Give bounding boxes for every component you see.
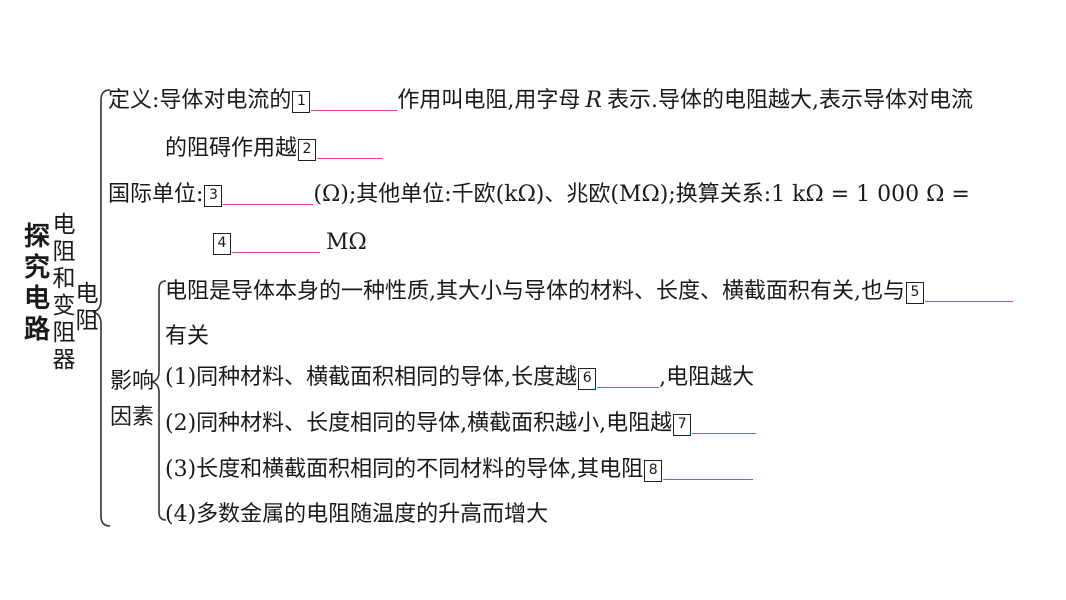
unit-line-1: 国际单位:3(Ω);其他单位:千欧(kΩ)、兆欧(MΩ);换算关系:1 kΩ =… [108,182,970,207]
answer-blank[interactable] [317,136,384,159]
answer-blank[interactable] [311,88,398,111]
factor-line-4: (4)多数金属的电阻随温度的升高而增大 [165,502,549,527]
main-title: 探 究 电 路 [23,222,50,345]
answer-blank[interactable] [692,411,757,434]
main-brace [92,89,111,527]
blank-number: 2 [298,139,317,161]
blank-number: 1 [292,91,311,113]
answer-blank[interactable] [232,230,320,253]
answer-blank[interactable] [597,365,660,388]
blank-number: 6 [578,368,597,390]
subtopic-title: 电 阻 和 变 阻 器 [52,212,76,373]
resistance-label: 电 阻 [75,281,99,334]
blank-number: 5 [906,282,924,304]
blank-number: 7 [673,414,692,436]
resistance-brace [149,280,167,521]
blank-number: 3 [204,185,223,207]
property-line-2: 有关 [165,324,210,349]
answer-blank[interactable] [925,279,1013,302]
influence-label: 影响 因素 [110,369,155,430]
answer-blank[interactable] [663,457,754,480]
answer-blank[interactable] [223,182,314,205]
blank-number: 4 [213,233,231,255]
blank-number: 8 [644,460,663,482]
